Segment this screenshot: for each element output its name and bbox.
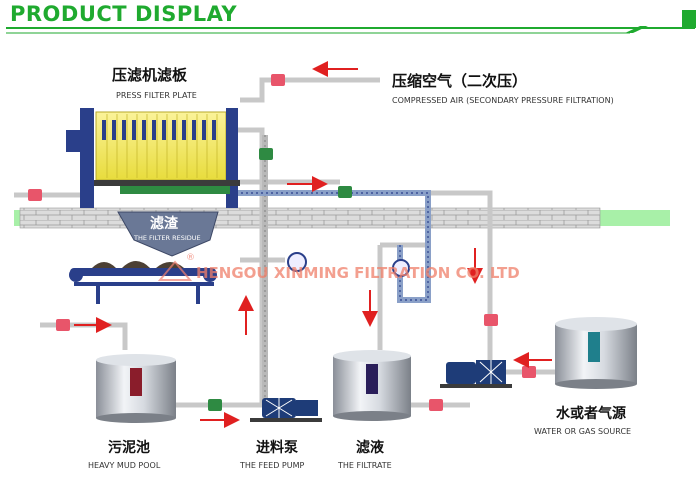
press-filter-plate-label-en: PRESS FILTER PLATE (116, 91, 197, 100)
filter-plate-slot (132, 120, 136, 140)
press-filter-plate-label-cn: 压滤机滤板 (112, 66, 188, 84)
filter-plate-slot (102, 120, 106, 140)
filter-plates (102, 114, 218, 178)
page-title: PRODUCT DISPLAY (10, 2, 238, 26)
valves (28, 74, 536, 411)
header-underline (6, 10, 696, 34)
brick-wall (19, 207, 601, 229)
compressed-air-label-en: COMPRESSED AIR (SECONDARY PRESSURE FILTR… (392, 96, 614, 105)
filter-residue-label-en: THE FILTER RESIDUE (133, 234, 201, 242)
filter-plate-slot (152, 120, 156, 140)
filter-plate-slot (212, 120, 216, 140)
residue-hopper (117, 211, 219, 257)
filtrate-label-cn: 滤液 (356, 439, 385, 456)
filter-plate-slot (112, 120, 116, 140)
feed-pump-label-en: THE FEED PUMP (239, 461, 304, 470)
filter-press (66, 108, 240, 208)
filter-residue-label-cn: 滤渣 (150, 215, 179, 232)
feed-pump-label-cn: 进料泵 (256, 439, 298, 456)
compressed-air-label-cn: 压缩空气（二次压） (392, 72, 527, 90)
heavy-mud-pool-label-cn: 污泥池 (108, 439, 150, 456)
feed-pump (250, 398, 322, 422)
water-gas-source-label-en: WATER OR GAS SOURCE (534, 427, 631, 436)
heavy-mud-pool-label-en: HEAVY MUD POOL (88, 461, 161, 470)
watermark-logo: ® (157, 253, 195, 281)
source-pump (440, 360, 512, 388)
filtrate-tank (333, 350, 411, 421)
filter-plate-slot (202, 120, 206, 140)
flow-arrows (74, 61, 552, 428)
valves-green (208, 148, 352, 411)
filtrate-label-en: THE FILTRATE (337, 461, 392, 470)
filter-plate-slot (142, 120, 146, 140)
header: PRODUCT DISPLAY (0, 0, 700, 40)
filter-plate-slot (172, 120, 176, 140)
heavy-mud-pool-tank (96, 354, 176, 423)
flow-pipes-dotted (236, 135, 431, 405)
water-gas-source-tank (555, 317, 637, 389)
pressure-gauge (287, 252, 410, 277)
filter-plate-slot (162, 120, 166, 140)
conveyor-belt (69, 261, 217, 304)
watermark-text: HENGOU XINMING FILTRATION CO. LTD (196, 264, 520, 282)
water-gas-source-label-cn: 水或者气源 (556, 405, 626, 422)
svg-text:®: ® (186, 253, 195, 263)
filter-plate-slot (192, 120, 196, 140)
filter-plate-slot (182, 120, 186, 140)
filter-plate-slot (122, 120, 126, 140)
